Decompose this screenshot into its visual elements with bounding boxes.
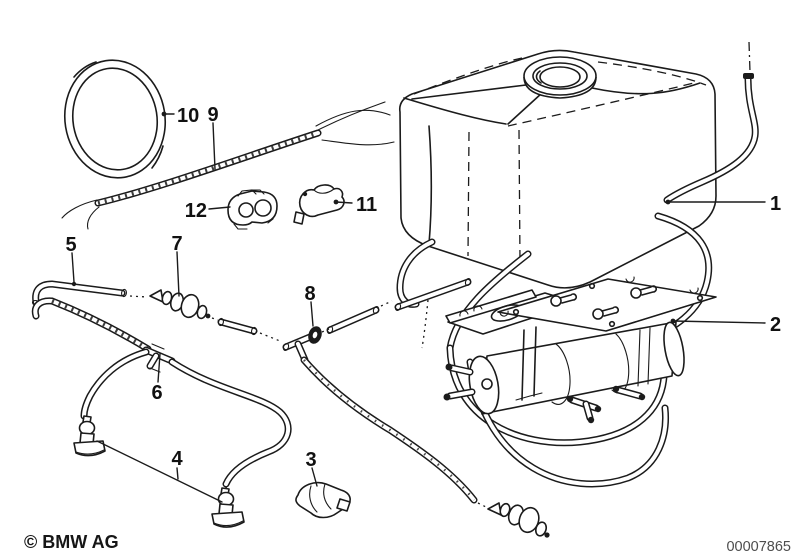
callout-9: 9 <box>207 104 219 170</box>
callout-2-label: 2 <box>770 314 781 336</box>
washer-nozzle-right-drawing <box>211 487 245 528</box>
callout-2: 2 <box>670 314 781 336</box>
callout-7-label: 7 <box>171 233 182 255</box>
reservoir-tank-drawing <box>398 49 717 289</box>
callout-11-label: 11 <box>356 194 377 216</box>
callout-1: 1 <box>665 193 781 215</box>
callout-12: 12 <box>185 200 231 222</box>
sealing-ring-drawing <box>63 59 167 179</box>
check-valve-drawing <box>149 289 211 320</box>
supply-line-drawing <box>31 238 472 364</box>
hose-clip-bracket-drawing <box>293 184 345 225</box>
callout-4-label: 4 <box>171 448 183 470</box>
callout-10: 10 <box>161 105 199 127</box>
callout-3: 3 <box>305 449 318 487</box>
callout-5-label: 5 <box>65 234 76 256</box>
filler-neck-drawing <box>523 56 597 99</box>
pump-bracket-assembly-drawing <box>443 276 717 424</box>
pressure-valve-drawing <box>487 502 550 538</box>
washer-nozzle-left-drawing <box>73 415 106 457</box>
callout-12-label: 12 <box>185 200 207 222</box>
callout-6-label: 6 <box>151 382 162 404</box>
copyright-text: © BMW AG <box>24 532 119 552</box>
document-number: 00007865 <box>726 539 791 555</box>
callouts: 1 2 3 4 5 6 7 8 <box>65 104 781 503</box>
callout-5: 5 <box>65 234 77 287</box>
callout-3-label: 3 <box>305 449 316 471</box>
callout-10-label: 10 <box>177 105 199 127</box>
callout-11: 11 <box>333 194 377 216</box>
pump-hose-loops-drawing <box>446 212 713 488</box>
pump-feed-hose-drawing <box>300 356 550 538</box>
callout-6: 6 <box>151 353 163 404</box>
callout-1-label: 1 <box>770 193 781 215</box>
tank-vent-hose-drawing <box>663 41 759 204</box>
callout-8: 8 <box>304 283 316 327</box>
callout-7: 7 <box>171 233 183 297</box>
braided-hose-drawing <box>61 101 395 230</box>
grommet-holder-drawing <box>227 189 278 230</box>
t-connector-grommet-drawing <box>282 326 330 364</box>
callout-9-label: 9 <box>207 104 218 126</box>
hose-clip-drawing <box>295 481 351 519</box>
callout-8-label: 8 <box>304 283 315 305</box>
t-connector-drawing <box>142 343 176 373</box>
callout-4: 4 <box>96 440 223 503</box>
